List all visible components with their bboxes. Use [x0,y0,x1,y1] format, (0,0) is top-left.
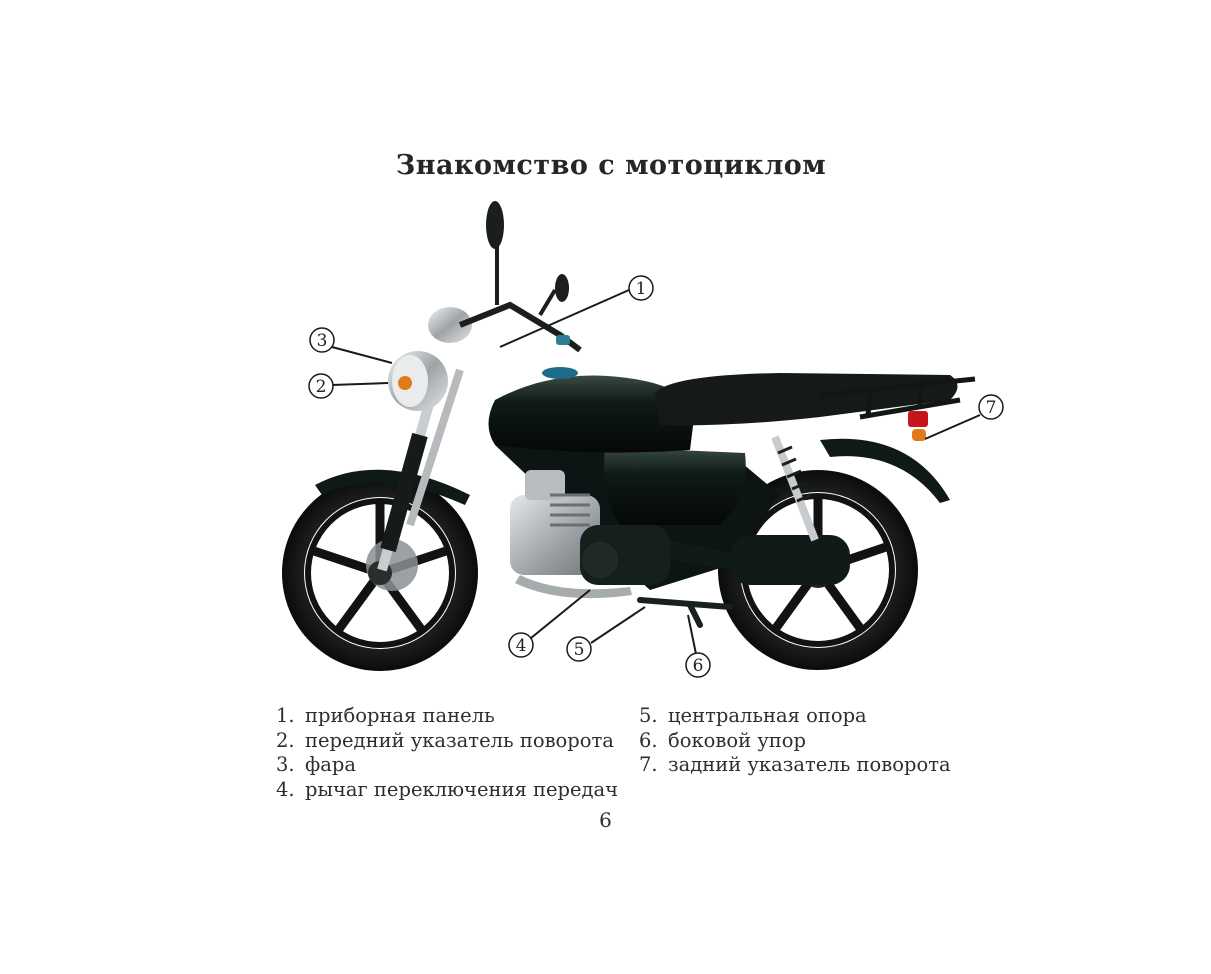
front-wheel [282,475,478,671]
legend-item-number: 6. [639,728,658,752]
fuel-cap [542,367,578,379]
legend-item-label: задний указатель поворота [668,753,951,776]
legend-item: 1. приборная панель [276,704,618,729]
legend-item: 6. боковой упор [639,729,951,754]
legend-item: 7. задний указатель поворота [639,753,951,778]
callout-2-number: 2 [316,377,327,397]
seat [655,373,958,426]
legend-item-number: 7. [639,753,658,776]
fuel-tank [488,375,695,453]
front-indicator [398,376,412,390]
leader-lines [331,289,981,655]
legend-item-label: рычаг переключения передач [305,777,619,801]
legend-item-number: 5. [639,704,658,727]
headlight [388,351,448,411]
handlebar [458,201,582,353]
legend-item: 3. фара [276,753,618,778]
callout-2: 2 [308,373,334,399]
rear-rack [819,376,976,420]
engine [510,470,670,599]
callout-5: 5 [566,636,592,662]
callout-4-number: 4 [516,636,527,656]
callout-1-number: 1 [636,279,647,299]
legend-item: 5. центральная опора [639,704,951,729]
legend-item: 2. передний указатель поворота [276,729,618,754]
stands [637,597,733,628]
legend-right-column: 5. центральная опора 6. боковой упор 7. зад… [639,704,951,778]
callout-6-number: 6 [693,656,704,676]
side-panel [604,447,746,525]
callout-4: 4 [508,632,534,658]
legend-item-label: приборная панель [305,704,495,727]
instrument-panel [428,307,472,343]
legend-item-number: 1. [276,704,295,727]
rear-fender [820,438,950,503]
rear-indicator [912,429,926,441]
legend-item-label: боковой упор [668,728,807,752]
taillight [908,411,928,427]
legend-item-label: центральная опора [668,704,867,727]
callout-1: 1 [628,275,654,301]
legend-item: 4. рычаг переключения передач [276,778,618,803]
motorcycle-figure: 1 2 3 4 5 6 7 [260,195,1020,685]
page-number: 6 [599,808,612,832]
motorcycle-illustration: 1 2 3 4 5 6 7 [282,201,1004,678]
callout-3: 3 [309,327,335,353]
page-title: Знакомство с мотоциклом [395,150,827,181]
legend-left-column: 1. приборная панель 2. передний указатель … [276,704,618,802]
legend-item-label: передний указатель поворота [305,728,614,752]
callout-3-number: 3 [317,331,328,351]
callout-7-number: 7 [986,398,997,418]
legend-item-number: 4. [276,777,295,801]
legend-item-number: 3. [276,753,295,776]
legend-item-number: 2. [276,728,295,752]
callout-7: 7 [978,394,1004,420]
callout-5-number: 5 [574,640,585,660]
legend-item-label: фара [305,753,356,776]
callout-6: 6 [685,652,711,678]
front-fender [315,469,470,505]
rear-shock [771,435,819,542]
